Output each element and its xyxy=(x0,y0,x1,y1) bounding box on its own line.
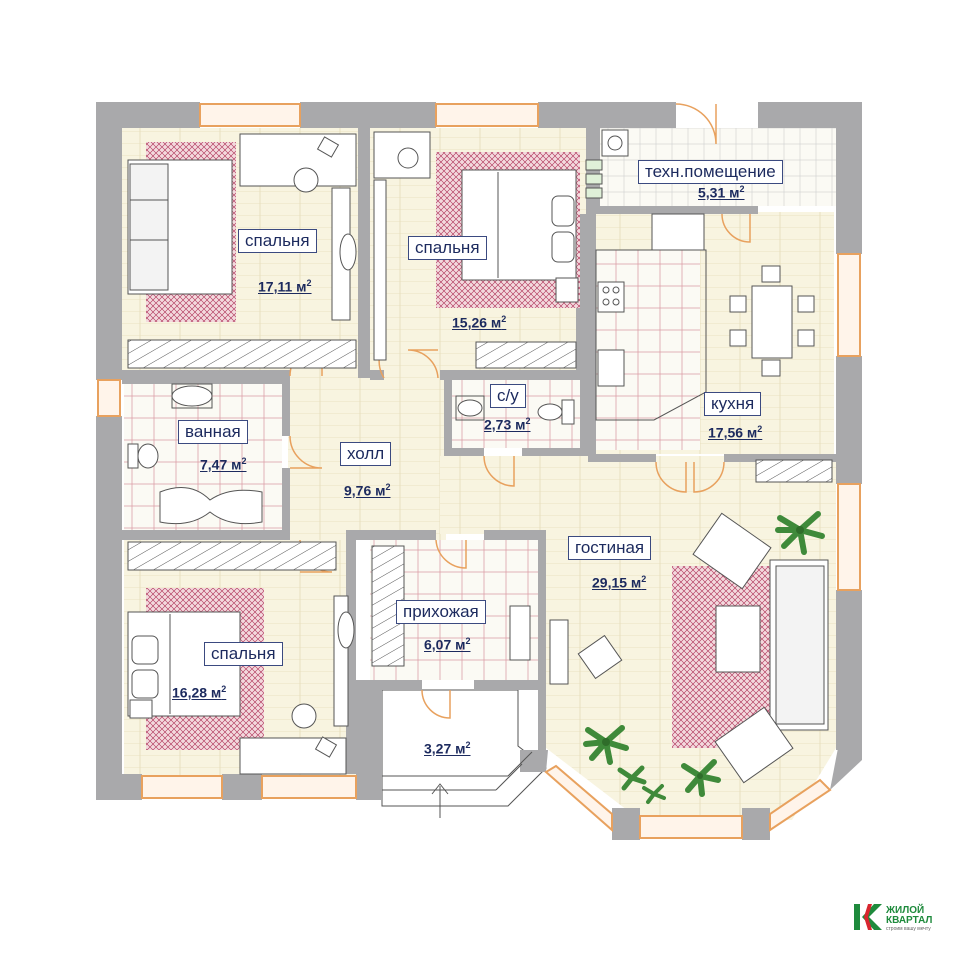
hall-area-value: 9,76 м xyxy=(344,482,386,499)
bathroom-area-unit: 2 xyxy=(241,456,247,466)
entrance-hall-name: прихожая xyxy=(396,600,486,624)
hall-area-unit: 2 xyxy=(385,482,391,492)
bedroom-2-area-unit: 2 xyxy=(501,314,507,324)
brand-logo-name: ЖИЛОЙ КВАРТАЛ xyxy=(886,906,932,926)
plant-icon xyxy=(681,759,721,797)
porch-area-unit: 2 xyxy=(465,740,471,750)
kitchen-area-value: 17,56 м xyxy=(708,424,758,441)
porch-area: 3,27 м2 xyxy=(424,740,471,757)
bedroom-3-name: спальня xyxy=(204,642,283,666)
plant-icon xyxy=(642,784,666,804)
bedroom-1-area-unit: 2 xyxy=(306,278,312,288)
porch-stairs xyxy=(382,751,533,818)
tech-room-name: техн.помещение xyxy=(638,160,783,184)
kitchen-area-unit: 2 xyxy=(757,424,763,434)
furniture xyxy=(127,129,833,784)
bedroom-3-area-value: 16,28 м xyxy=(172,684,222,701)
plant-icon xyxy=(583,725,629,765)
bedroom-3-area-unit: 2 xyxy=(221,684,227,694)
hall-name: холл xyxy=(340,442,392,466)
wc-area: 2,73 м2 xyxy=(484,416,531,433)
bathroom-area: 7,47 м2 xyxy=(200,456,247,473)
wc-area-unit: 2 xyxy=(525,416,531,426)
bedroom-3-area: 16,28 м2 xyxy=(172,684,226,701)
windows xyxy=(97,103,861,839)
bedroom-2-name: спальня xyxy=(408,236,487,260)
plants xyxy=(583,511,825,804)
kitchen-area: 17,56 м2 xyxy=(708,424,762,441)
living-room-area: 29,15 м2 xyxy=(592,574,646,591)
entrance-hall-area-unit: 2 xyxy=(465,636,471,646)
bedroom-1-name: спальня xyxy=(238,229,317,253)
tech-room-area-unit: 2 xyxy=(739,184,745,194)
bathroom-area-value: 7,47 м xyxy=(200,456,242,473)
bedroom-2-area: 15,26 м2 xyxy=(452,314,506,331)
bedroom-2-area-value: 15,26 м xyxy=(452,314,502,331)
brand-logo: ЖИЛОЙ КВАРТАЛ строим вашу мечту xyxy=(852,900,942,934)
wc-name: с/у xyxy=(490,384,526,408)
entrance-hall-area: 6,07 м2 xyxy=(424,636,471,653)
kitchen-name: кухня xyxy=(704,392,762,416)
brand-name-line-2: КВАРТАЛ xyxy=(886,915,933,926)
plant-icon xyxy=(775,511,825,555)
plant-icon xyxy=(617,765,647,791)
brand-slogan: строим вашу мечту xyxy=(886,926,931,932)
tech-room-area-value: 5,31 м xyxy=(698,184,740,201)
wc-area-value: 2,73 м xyxy=(484,416,526,433)
hall-area: 9,76 м2 xyxy=(344,482,391,499)
living-room-area-unit: 2 xyxy=(641,574,647,584)
bedroom-1-area: 17,11 м2 xyxy=(258,278,312,295)
brand-name-line-1: ЖИЛОЙ xyxy=(886,905,925,916)
tech-room-area: 5,31 м2 xyxy=(698,184,745,201)
entrance-hall-area-value: 6,07 м xyxy=(424,636,466,653)
porch-area-value: 3,27 м xyxy=(424,740,466,757)
bedroom-1-area-value: 17,11 м xyxy=(258,278,307,295)
walls xyxy=(96,102,862,840)
brand-logo-mark xyxy=(854,904,882,930)
living-room-area-value: 29,15 м xyxy=(592,574,642,591)
living-room-name: гостиная xyxy=(568,536,652,560)
bathroom-name: ванная xyxy=(178,420,248,444)
